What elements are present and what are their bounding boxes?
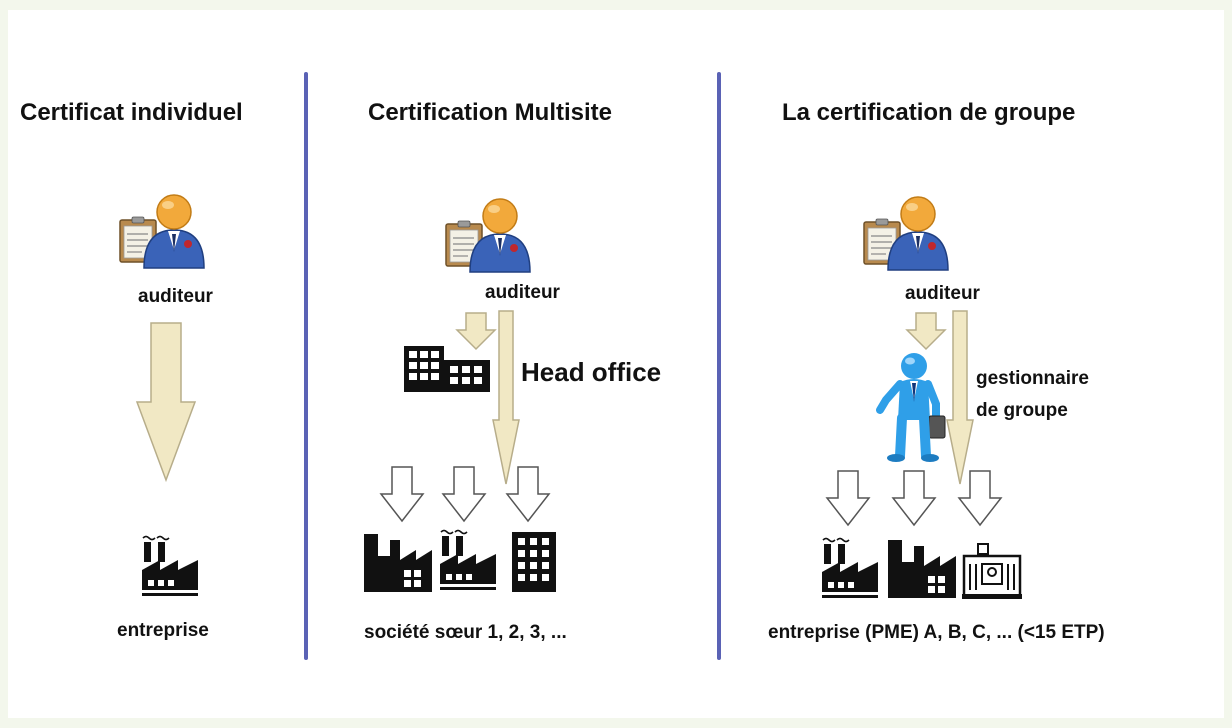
- auditor-icon: [119, 194, 205, 269]
- auditor-icon: [863, 196, 949, 271]
- factory-icon: [439, 529, 497, 591]
- auditor-icon: [445, 198, 531, 273]
- factory-icon: [888, 540, 956, 598]
- outline-arrow: [957, 470, 1003, 527]
- building-icon: [512, 532, 556, 592]
- factory-icon: [821, 537, 879, 599]
- panel-divider: [717, 72, 721, 660]
- outline-arrow: [441, 466, 487, 523]
- down-arrow-small: [455, 312, 497, 351]
- group-manager-label-line2: de groupe: [976, 400, 1068, 421]
- auditor-label-individual: auditeur: [138, 286, 213, 307]
- down-arrow-small: [905, 312, 947, 351]
- building-icon: [962, 543, 1022, 599]
- panel-divider: [304, 72, 308, 660]
- outline-arrow: [379, 466, 425, 523]
- down-arrow-large: [135, 322, 197, 483]
- outline-arrow: [505, 466, 551, 523]
- panel-title-individual: Certificat individuel: [20, 99, 243, 126]
- outline-arrow: [891, 470, 937, 527]
- group-companies-label: entreprise (PME) A, B, C, ... (<15 ETP): [768, 622, 1105, 643]
- panel-title-multisite: Certification Multisite: [368, 99, 613, 126]
- sister-companies-label: société sœur 1, 2, 3, ...: [364, 622, 567, 643]
- diagram-canvas: [8, 10, 1224, 718]
- building-icon: [404, 346, 490, 392]
- factory-icon: [364, 534, 432, 592]
- auditor-label-multisite: auditeur: [485, 282, 560, 303]
- manager-icon: [876, 353, 946, 462]
- long-down-arrow: [492, 310, 520, 485]
- company-label-individual: entreprise: [117, 620, 209, 641]
- factory-icon: [141, 535, 199, 597]
- outline-arrow: [825, 470, 871, 527]
- group-manager-label-line1: gestionnaire: [976, 368, 1089, 389]
- head-office-label: Head office: [521, 357, 662, 387]
- auditor-label-group: auditeur: [905, 283, 980, 304]
- long-down-arrow: [946, 310, 974, 485]
- panel-title-group: La certification de groupe: [782, 99, 1076, 126]
